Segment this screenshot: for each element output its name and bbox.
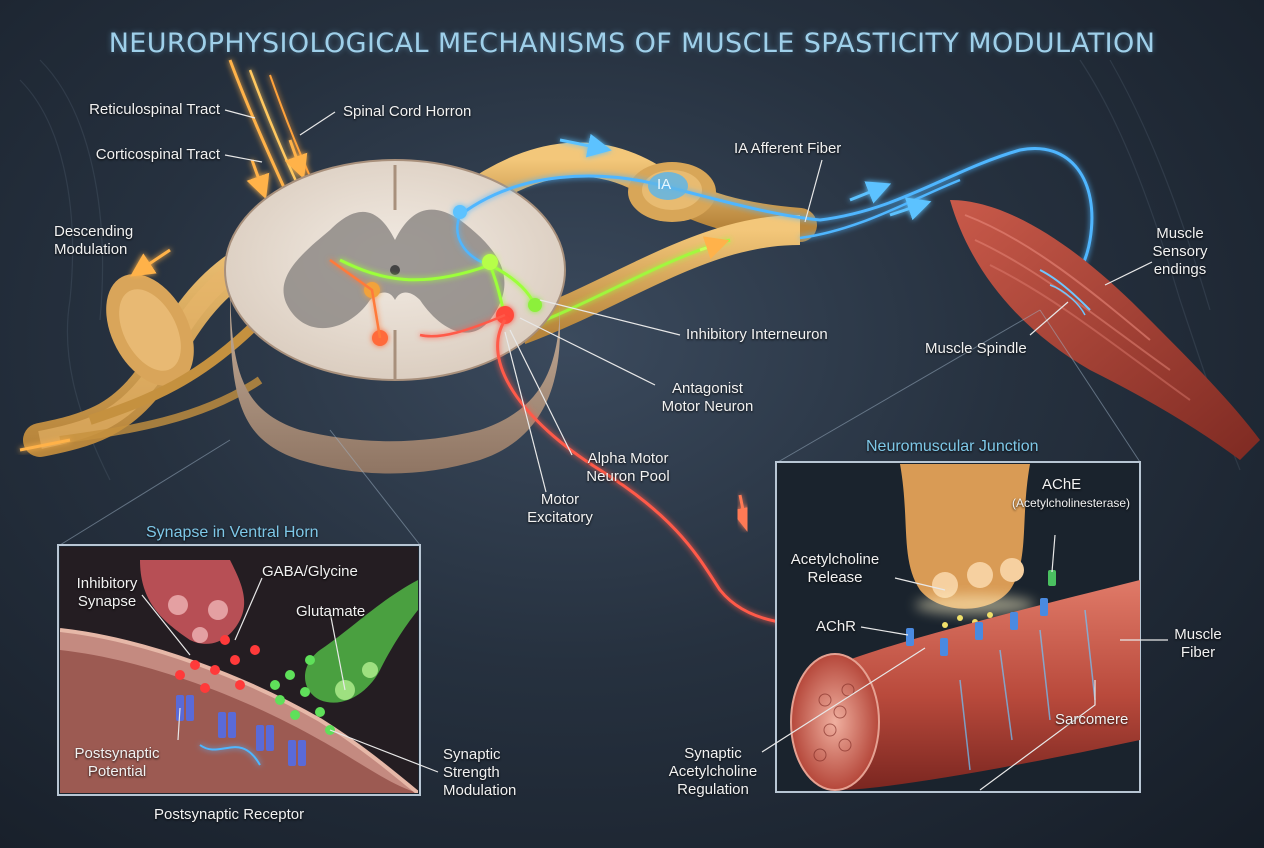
cord-neurons bbox=[329, 254, 542, 346]
label-ia-afferent-fiber: IA Afferent Fiber bbox=[734, 140, 842, 157]
label-gaba-glycine: GABA/Glycine bbox=[262, 563, 358, 580]
label-motor-excitatory: Motor Excitatory bbox=[527, 491, 593, 526]
label-descending-modulation: Descending Modulation bbox=[54, 223, 134, 258]
label-inhibitory-synapse: Inhibitory Synapse bbox=[76, 575, 138, 610]
ia-badge: IA bbox=[657, 176, 672, 193]
label-alpha-motor-neuron-pool: Alpha Motor Neuron Pool bbox=[586, 450, 670, 485]
label-ache: AChE bbox=[1042, 476, 1082, 493]
label-antagonist-motor-neuron: Antagonist Motor Neuron bbox=[661, 380, 754, 415]
leader-lines bbox=[141, 109, 1168, 791]
label-synaptic-strength-modulation: Synaptic Strength Modulation bbox=[443, 746, 517, 799]
spinal-cord bbox=[224, 159, 566, 474]
page-title: NEUROPHYSIOLOGICAL MECHANISMS OF MUSCLE … bbox=[108, 28, 1156, 59]
label-spinal-cord-horron: Spinal Cord Horron bbox=[343, 103, 472, 120]
nmj-inset bbox=[775, 309, 1141, 793]
label-muscle-spindle: Muscle Spindle bbox=[925, 340, 1027, 357]
label-glutamate: Glutamate bbox=[296, 603, 366, 620]
label-ache-full: (Acetylcholinesterase) bbox=[1012, 496, 1131, 510]
label-acetylcholine-release: Acetylcholine Release bbox=[790, 551, 880, 586]
label-sarcomere: Sarcomere bbox=[1055, 711, 1129, 728]
label-inhibitory-interneuron: Inhibitory Interneuron bbox=[686, 326, 828, 343]
nmj-inset-title: Neuromuscular Junction bbox=[866, 438, 1039, 455]
synapse-inset bbox=[57, 429, 421, 796]
label-muscle-sensory-endings: Muscle Sensory endings bbox=[1152, 225, 1208, 278]
ia-ganglion bbox=[648, 172, 688, 200]
label-postsynaptic-potential: Postsynaptic Potential bbox=[74, 745, 160, 780]
label-reticulospinal-tract: Reticulospinal Tract bbox=[89, 101, 220, 118]
label-muscle-fiber: Muscle Fiber bbox=[1174, 626, 1222, 661]
label-postsynaptic-receptor: Postsynaptic Receptor bbox=[154, 806, 305, 823]
label-synaptic-acetylcholine-regulation: Synaptic Acetylcholine Regulation bbox=[668, 745, 758, 798]
ia-afferent bbox=[453, 133, 1094, 302]
synapse-inset-title: Synapse in Ventral Horn bbox=[146, 524, 319, 541]
label-achr: AChR bbox=[816, 618, 857, 635]
label-corticospinal-tract: Corticospinal Tract bbox=[95, 146, 220, 163]
muscle bbox=[950, 200, 1260, 460]
